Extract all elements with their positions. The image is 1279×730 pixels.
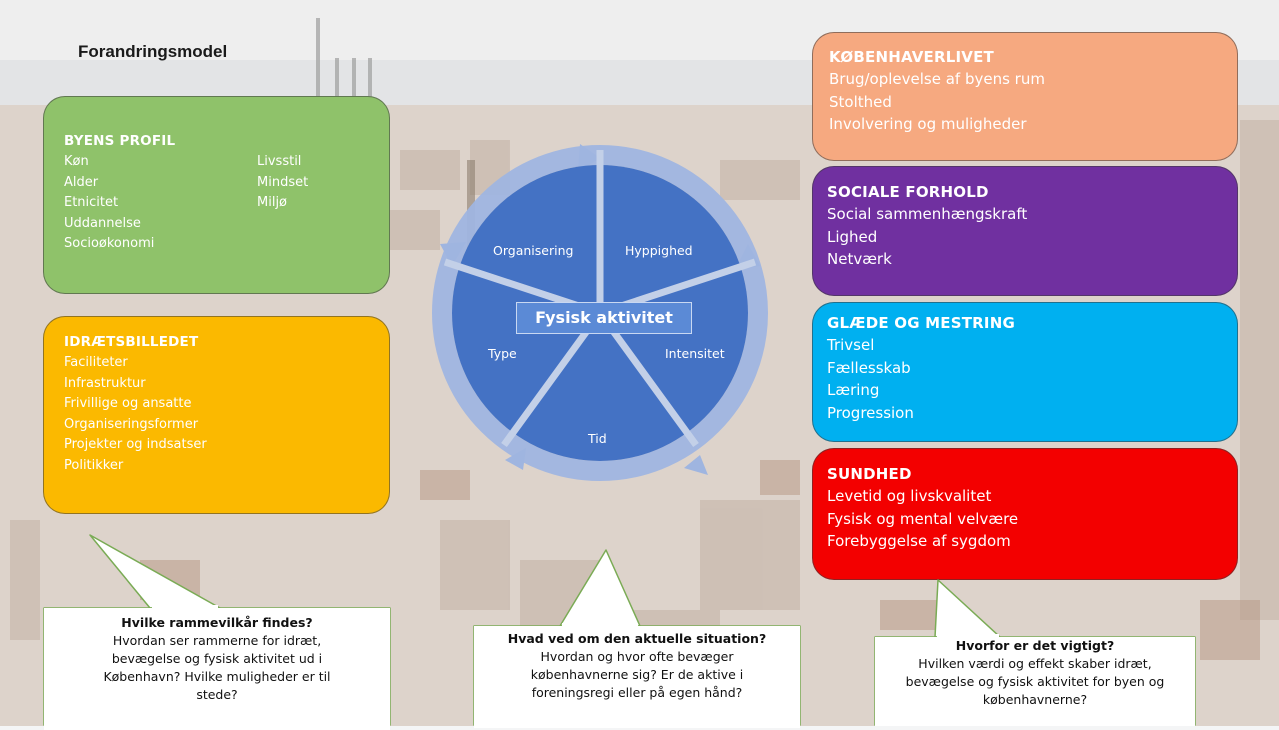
social-item: Social sammenhængskraft xyxy=(827,205,1028,223)
koebenhaverlivet-heading: KØBENHAVERLIVET xyxy=(829,48,994,66)
callout-line: stede? xyxy=(196,687,238,702)
arrowhead-icon xyxy=(684,455,708,475)
profil-item: Miljø xyxy=(257,195,288,210)
byens-profil-heading: BYENS PROFIL xyxy=(64,133,176,149)
profil-item: Livsstil xyxy=(257,154,302,169)
glaede-og-mestring-heading: GLÆDE OG MESTRING xyxy=(827,314,1015,332)
idraet-item: Frivillige og ansatte xyxy=(64,396,192,411)
callout-tail-2 xyxy=(559,549,641,627)
callout-line: bevægelse og fysisk aktivitet for byen o… xyxy=(905,674,1165,689)
callout-hvorfor-vigtigt: Hvorfor er det vigtigt? Hvilken værdi og… xyxy=(875,637,1195,726)
cycle-separator xyxy=(597,310,699,448)
idraet-item: Faciliteter xyxy=(64,355,128,370)
page-title: Forandringsmodel xyxy=(78,42,228,61)
arrowhead-icon xyxy=(505,448,526,470)
segment-label-intensitet: Intensitet xyxy=(665,346,725,361)
callout-tail-1 xyxy=(89,534,221,609)
callout-line: Hvordan ser rammerne for idræt, xyxy=(112,633,322,648)
profil-item: Køn xyxy=(64,154,89,169)
cycle-separator xyxy=(501,310,603,448)
glaede-item: Fællesskab xyxy=(827,358,911,377)
glaede-og-mestring-box: GLÆDE OG MESTRING Trivsel Fællesskab Lær… xyxy=(812,302,1238,442)
idraet-item: Projekter og indsatser xyxy=(64,437,207,452)
profil-item: Mindset xyxy=(257,174,309,190)
callout-question: Hvad ved om den aktuelle situation? xyxy=(507,631,767,646)
sund-item: Forebyggelse af sygdom xyxy=(827,532,1011,550)
glaede-item: Progression xyxy=(827,403,914,422)
idraet-item: Politikker xyxy=(64,457,124,473)
profil-item: Socioøkonomi xyxy=(64,236,155,251)
callout-line: foreningsregi eller på egen hånd? xyxy=(531,685,743,700)
idraet-item: Infrastruktur xyxy=(64,375,146,391)
byens-profil-box: BYENS PROFIL Køn Alder Etnicitet Uddanne… xyxy=(43,96,390,294)
glaede-item: Trivsel xyxy=(827,336,875,354)
sociale-forhold-box: SOCIALE FORHOLD Social sammenhængskraft … xyxy=(812,166,1238,296)
segment-label-hyppighed: Hyppighed xyxy=(625,243,693,258)
sund-item: Fysisk og mental velvære xyxy=(827,509,1019,528)
segment-label-organisering: Organisering xyxy=(493,243,573,258)
sociale-forhold-heading: SOCIALE FORHOLD xyxy=(827,183,989,201)
cycle-center-label: Fysisk aktivitet xyxy=(516,302,692,334)
segment-label-type: Type xyxy=(487,346,517,361)
profil-item: Uddannelse xyxy=(64,215,141,231)
arrowhead-icon xyxy=(578,144,600,172)
segment-label-tid: Tid xyxy=(587,431,607,446)
kbh-item: Involvering og muligheder xyxy=(829,115,1027,133)
sund-item: Levetid og livskvalitet xyxy=(827,487,992,505)
social-item: Netværk xyxy=(827,250,892,268)
kbh-item: Stolthed xyxy=(829,92,892,111)
callout-question: Hvorfor er det vigtigt? xyxy=(955,638,1115,653)
callout-line: Hvordan og hvor ofte bevæger xyxy=(540,649,734,664)
callout-line: København? Hvilke muligheder er til xyxy=(103,669,331,684)
profil-item: Alder xyxy=(64,174,99,190)
idraetsbilledet-heading: IDRÆTSBILLEDET xyxy=(64,334,199,350)
arrowhead-icon xyxy=(440,242,466,266)
glaede-item: Læring xyxy=(827,381,880,399)
koebenhaverlivet-box: KØBENHAVERLIVET Brug/oplevelse af byens … xyxy=(812,32,1238,161)
callout-question: Hvilke rammevilkår findes? xyxy=(121,615,313,630)
profil-item: Etnicitet xyxy=(64,195,119,210)
callout-line: bevægelse og fysisk aktivitet ud i xyxy=(111,651,323,666)
callout-tail-3 xyxy=(934,579,1001,638)
callout-line: københavnerne? xyxy=(982,692,1088,707)
callout-rammevilkaar: Hvilke rammevilkår findes? Hvordan ser r… xyxy=(44,608,390,730)
kbh-item: Brug/oplevelse af byens rum xyxy=(829,70,1045,88)
idraet-item: Organiseringsformer xyxy=(64,416,199,432)
social-item: Lighed xyxy=(827,227,878,246)
sundhed-box: SUNDHED Levetid og livskvalitet Fysisk o… xyxy=(812,448,1238,580)
callout-line: Hvilken værdi og effekt skaber idræt, xyxy=(918,656,1152,671)
callout-line: københavnerne sig? Er de aktive i xyxy=(530,667,744,682)
sundhed-heading: SUNDHED xyxy=(827,465,912,483)
callout-aktuelle-situation: Hvad ved om den aktuelle situation? Hvor… xyxy=(474,626,800,728)
idraetsbilledet-box: IDRÆTSBILLEDET Faciliteter Infrastruktur… xyxy=(43,316,390,514)
